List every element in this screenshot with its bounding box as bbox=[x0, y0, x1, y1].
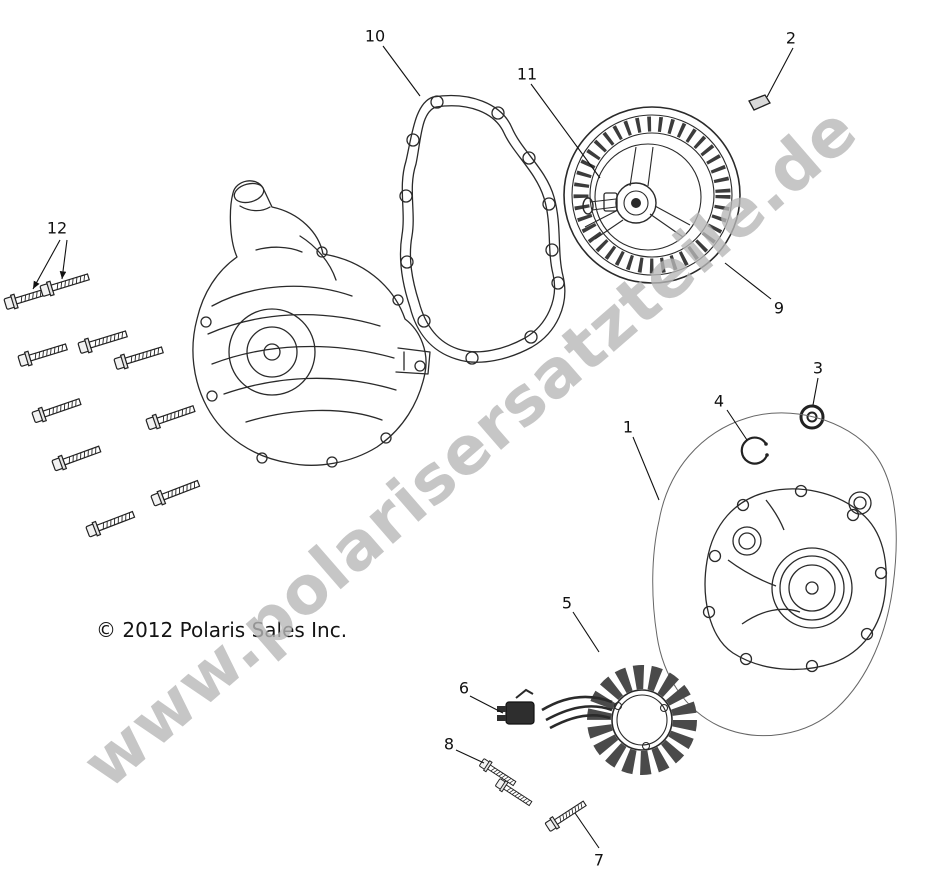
leader-10 bbox=[382, 45, 421, 97]
snap-ring bbox=[740, 436, 769, 465]
callout-2: 2 bbox=[785, 28, 797, 48]
leader-2 bbox=[766, 47, 794, 98]
leader-6 bbox=[469, 695, 504, 714]
outer-cover-drawing bbox=[192, 180, 431, 468]
callout-4: 4 bbox=[713, 391, 725, 411]
leader-9 bbox=[724, 262, 772, 300]
callout-11: 11 bbox=[516, 64, 538, 84]
leader-1 bbox=[632, 436, 660, 501]
leader-12a bbox=[32, 239, 61, 290]
leader-5 bbox=[572, 611, 600, 653]
copyright-text: © 2012 Polaris Sales Inc. bbox=[96, 618, 348, 642]
leader-8 bbox=[455, 749, 485, 764]
callout-12: 12 bbox=[46, 218, 68, 238]
callout-10: 10 bbox=[364, 26, 386, 46]
leader-7 bbox=[574, 812, 600, 849]
wire-connector bbox=[497, 688, 535, 725]
stator-screws bbox=[478, 757, 589, 834]
callout-6: 6 bbox=[458, 678, 470, 698]
callout-3: 3 bbox=[812, 358, 824, 378]
leader-4 bbox=[726, 409, 748, 441]
leader-3 bbox=[812, 377, 819, 406]
callout-7: 7 bbox=[593, 850, 605, 870]
mounting-bolts-group bbox=[2, 269, 202, 540]
leader-12b bbox=[59, 239, 68, 280]
gasket-drawing bbox=[399, 94, 566, 365]
stator-teeth-ring bbox=[587, 665, 697, 775]
stator-drawing bbox=[541, 665, 697, 775]
reference-blob-outline bbox=[652, 412, 897, 737]
callout-5: 5 bbox=[561, 593, 573, 613]
leader-11 bbox=[530, 83, 601, 179]
leader-lines bbox=[32, 45, 819, 849]
flywheel-slot-band bbox=[573, 116, 731, 274]
crankcase-cover-drawing bbox=[652, 412, 897, 737]
bearing-seal bbox=[799, 404, 825, 430]
woodruff-key bbox=[748, 94, 771, 111]
flywheel-drawing bbox=[563, 106, 741, 284]
callout-9: 9 bbox=[773, 298, 785, 318]
callout-1: 1 bbox=[622, 417, 634, 437]
callout-8: 8 bbox=[443, 734, 455, 754]
